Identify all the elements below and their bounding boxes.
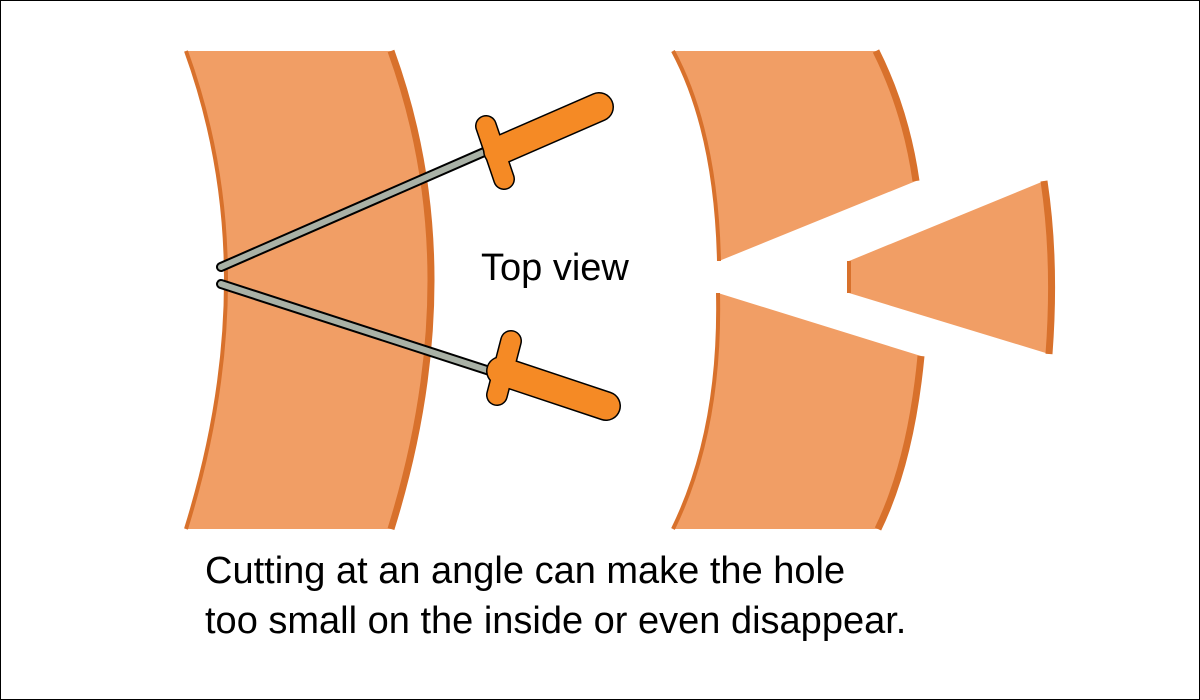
top-view-label: Top view	[481, 247, 629, 289]
caption-line-2: too small on the inside or even disappea…	[205, 600, 907, 642]
handle-upper	[475, 92, 614, 190]
caption-line-1: Cutting at an angle can make the hole	[205, 550, 846, 592]
probe-lower	[216, 279, 621, 421]
wall-section-left	[184, 49, 435, 531]
probe-upper	[216, 92, 614, 272]
cut-plug-wedge	[847, 180, 1056, 355]
wall-section-upper-cut	[671, 49, 920, 262]
wall-section-lower-cut	[671, 292, 925, 531]
handle-lower	[486, 330, 621, 421]
caption: Cutting at an angle can make the hole to…	[205, 546, 906, 646]
